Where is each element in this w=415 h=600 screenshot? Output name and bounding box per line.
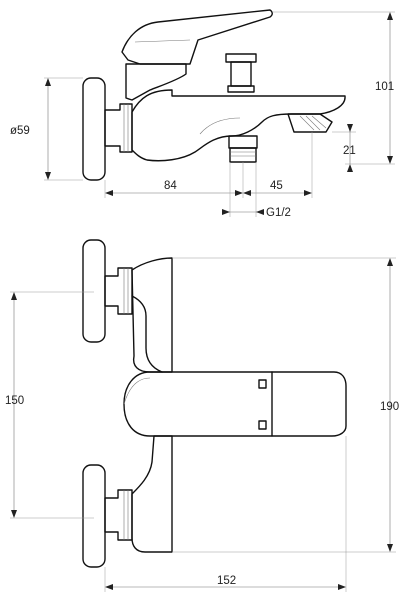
dim-top-height-label: 101 xyxy=(375,81,394,93)
dim-total-width: 152 xyxy=(104,436,347,592)
dim-outlet-to-spout-label: 45 xyxy=(270,180,283,192)
dim-thread: G1/2 xyxy=(222,162,291,219)
dim-flange-diameter-label: ø59 xyxy=(10,125,30,137)
dim-connection-spacing-label: 150 xyxy=(5,395,24,407)
dim-total-height: 190 xyxy=(172,257,399,553)
side-eccentric-connector xyxy=(104,103,133,153)
dim-spout-offset-label: 21 xyxy=(343,145,356,157)
side-cartridge-cap xyxy=(125,63,187,101)
front-lower-flange xyxy=(82,464,106,568)
front-mixer-body xyxy=(131,257,173,373)
dim-spout-offset: 21 xyxy=(332,124,356,172)
dim-total-width-label: 152 xyxy=(217,575,236,587)
side-wall-flange xyxy=(82,77,106,181)
dim-total-height-label: 190 xyxy=(380,401,399,413)
dim-top-height: 101 xyxy=(272,11,395,165)
dim-horizontal-side: 84 45 xyxy=(104,132,313,198)
front-upper-flange xyxy=(82,239,106,343)
side-lever-handle xyxy=(121,9,273,65)
side-mixer-body xyxy=(131,89,346,162)
dim-connection-spacing: 150 xyxy=(5,291,94,519)
side-view xyxy=(82,9,346,181)
side-spout-aerator xyxy=(287,113,333,133)
front-indicator-hot xyxy=(258,379,267,389)
dim-wall-to-outlet-label: 84 xyxy=(164,180,177,192)
front-lever-handle xyxy=(123,371,347,437)
front-view xyxy=(82,239,347,568)
front-indicator-cold xyxy=(258,420,267,430)
side-diverter-knob xyxy=(225,53,257,63)
side-hose-outlet xyxy=(228,135,258,149)
dim-flange-diameter: ø59 xyxy=(10,77,83,181)
dim-thread-label: G1/2 xyxy=(266,207,291,219)
